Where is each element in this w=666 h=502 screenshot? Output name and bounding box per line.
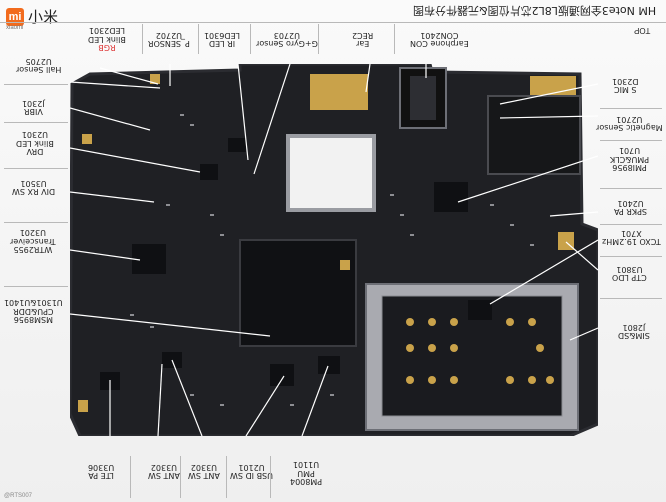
label-U2703: G+Gyro Sensor U2703 <box>256 30 318 48</box>
divider <box>600 256 662 257</box>
divider <box>600 188 662 189</box>
divider <box>198 24 199 54</box>
divider <box>600 298 662 299</box>
title-divider <box>0 22 666 23</box>
label-X701: TCXO 19.2MHz X701 <box>602 228 661 246</box>
mi-logo: mi <box>6 7 24 26</box>
divider <box>394 24 395 54</box>
ic-chips <box>100 138 492 390</box>
brand-sub: xiaomi <box>6 25 24 31</box>
label-J2301: VIBR J2301 <box>22 98 45 116</box>
diagram-title: HM Note3全网通版L8L2芯片位图&元器件分布图 <box>412 4 656 17</box>
watermark: @RTS007 <box>4 493 32 499</box>
divider <box>4 168 68 169</box>
label-U2702: P_SENSOR U2702 <box>148 30 190 48</box>
label-D2301: S MIC D2301 <box>612 76 639 94</box>
divider <box>270 456 271 498</box>
label-U3501: DIV RX SW U3501 <box>12 178 56 196</box>
label-U3306: LTE PA U3306 <box>88 462 115 480</box>
brand-name: 小米 <box>28 8 59 26</box>
label-U701: PMI8956 PMU&CLK U701 <box>610 146 650 173</box>
label-REC2: Ear REC2 <box>352 30 374 48</box>
top-side-label: TOP <box>633 26 650 35</box>
divider <box>600 108 662 109</box>
label-U2701: Magnetic Sensor U2701 <box>596 114 663 132</box>
label-U2705: Hall Sensor U2705 <box>16 56 62 74</box>
label-U1301-U1401: MSM8956 CPU&DDR U1301&U1401 <box>4 298 63 325</box>
label-CON2401: Earphone CON CON2401 <box>410 30 469 48</box>
sim-contacts <box>406 318 554 384</box>
divider <box>4 122 68 123</box>
camera-cutout <box>286 134 376 212</box>
divider <box>4 286 68 287</box>
cpu-shield <box>239 239 357 347</box>
divider <box>4 222 68 223</box>
label-U3302-a: ANT SW U3302 <box>148 462 180 480</box>
label-J2801: SIM&SD J2801 <box>618 322 650 340</box>
leader-lines <box>70 64 598 436</box>
right-shield <box>487 95 581 175</box>
label-U2401: SPKR PA U2401 <box>614 198 648 216</box>
pcb-board <box>70 64 598 436</box>
label-U3801: CTP LDO U3801 <box>612 264 647 282</box>
label-U2101: USB ID SW U2101 <box>230 462 274 480</box>
label-LED2301: RGB Blink LED LED2301 <box>88 26 126 53</box>
divider <box>250 24 251 54</box>
divider <box>180 456 181 498</box>
label-U2301: DRV Blink LED U2301 <box>16 130 54 157</box>
divider <box>130 456 131 498</box>
label-LED6301: IR LED LED6301 <box>204 30 241 48</box>
divider <box>600 224 662 225</box>
passive-components <box>130 114 534 406</box>
divider <box>142 24 143 54</box>
divider <box>600 140 662 141</box>
divider <box>318 24 319 54</box>
divider <box>4 84 68 85</box>
label-U3302-b: ANT SW U3302 <box>188 462 220 480</box>
label-U1101: PM8004 PMU U1101 <box>290 460 323 487</box>
divider <box>226 456 227 498</box>
label-U3201: WTR2955 Transceiver U3201 <box>10 228 56 255</box>
brand: mi 小米 <box>6 6 58 27</box>
